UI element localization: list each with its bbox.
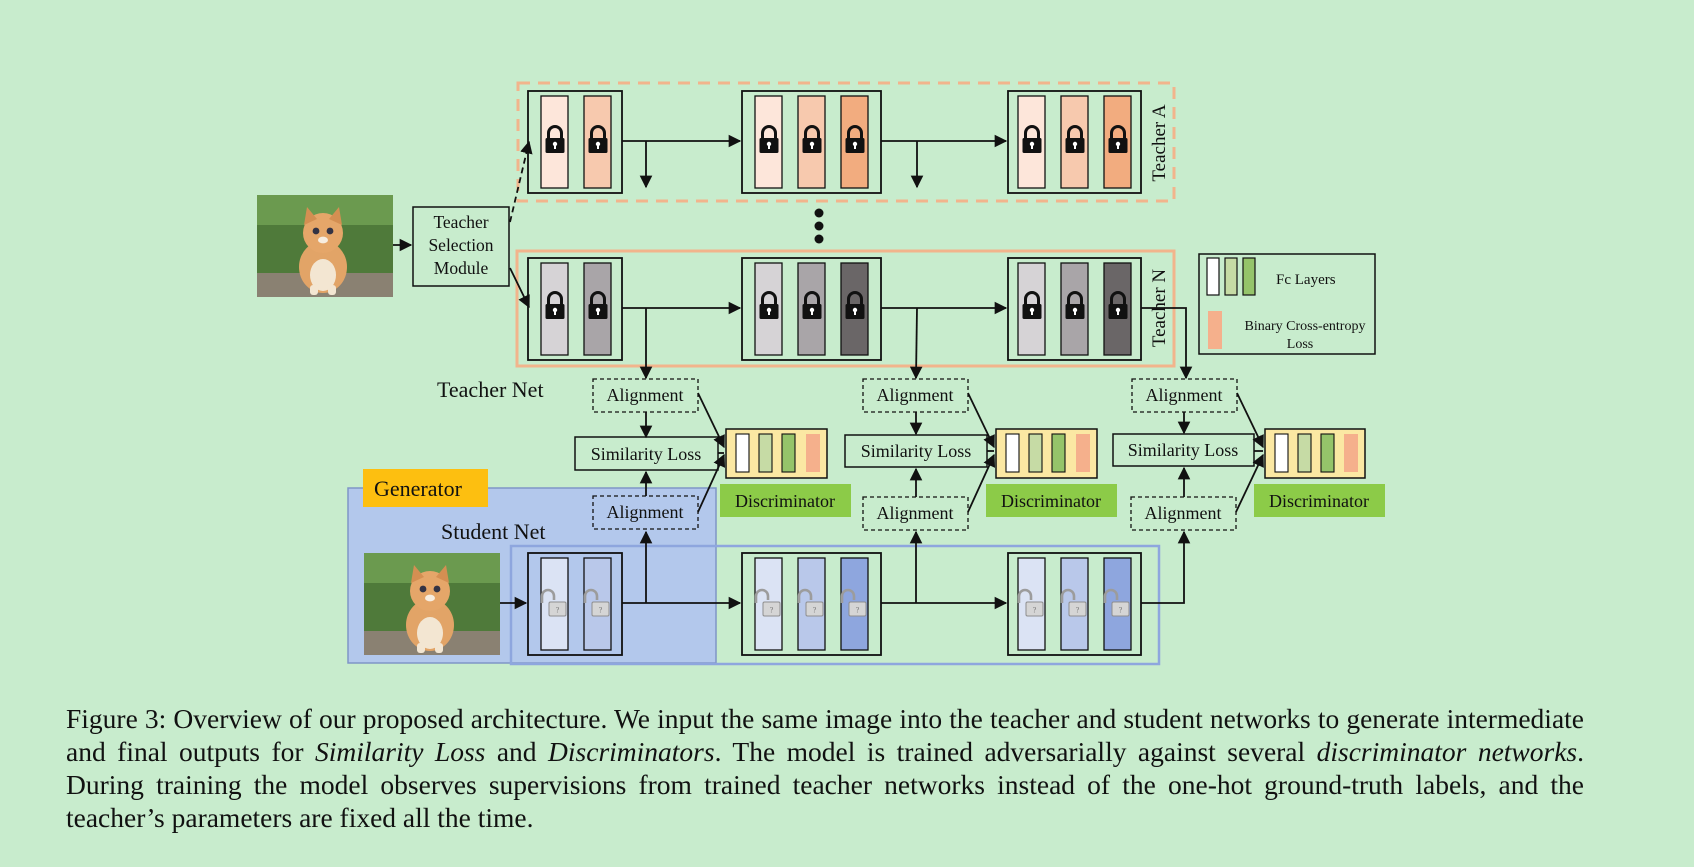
generator-label: Generator: [374, 476, 463, 501]
caption-italic-discriminators: Discriminators: [548, 736, 715, 767]
discriminator-label-bg: [720, 484, 851, 517]
teacher-n-blocks: [527, 257, 1142, 361]
teacher-n-block-2: [741, 257, 882, 361]
caption-part-1: Figure 3: Overview of our proposed archi…: [66, 703, 1584, 767]
student-block-2: [741, 552, 882, 656]
discriminator-label: Discriminator: [1001, 491, 1101, 511]
loss-column-1: Alignment Similarity Loss Alignment Disc…: [574, 378, 851, 530]
teacher-a-label: Teacher A: [1149, 104, 1170, 182]
similarity-loss-label: Similarity Loss: [591, 444, 702, 464]
generator-tag: [363, 469, 488, 507]
alignment-label: Alignment: [607, 502, 684, 522]
legend-bce-line-2: Loss: [1287, 337, 1313, 352]
caption-italic-similarity-loss: Similarity Loss: [315, 736, 486, 767]
legend-bce-line-1: Binary Cross-entropy: [1245, 319, 1366, 334]
teacher-n-block-3: [1007, 257, 1142, 361]
discriminator-label: Discriminator: [735, 491, 835, 511]
student-net-label: Student Net: [441, 519, 546, 544]
alignment-label: Alignment: [1145, 503, 1222, 523]
teacher-a-blocks: [527, 90, 1142, 194]
student-blocks: [527, 552, 1142, 656]
loss-column-2: Alignment Similarity Loss Alignment Disc…: [844, 378, 1117, 531]
teacher-a-block-3: [1007, 90, 1142, 194]
caption-part-3: . The model is trained adversarially aga…: [714, 736, 1317, 767]
discriminator-label-bg: [986, 484, 1117, 517]
teacher-n-block-1: [527, 257, 623, 361]
legend: Fc Layers Binary Cross-entropy Loss: [1198, 253, 1376, 355]
similarity-loss-label: Similarity Loss: [861, 441, 972, 461]
teacher-net-label: Teacher Net: [437, 377, 544, 402]
alignment-label: Alignment: [1146, 385, 1223, 405]
similarity-loss-label: Similarity Loss: [1128, 440, 1239, 460]
discriminator-label: Discriminator: [1269, 491, 1369, 511]
caption-part-2: and: [485, 736, 549, 767]
input-image: [257, 195, 393, 297]
student-net-frame: [509, 544, 1161, 666]
student-block-3: [1007, 552, 1142, 656]
alignment-label: Alignment: [877, 385, 954, 405]
teacher-selection-line-3: Module: [434, 258, 489, 278]
teacher-a-frame: [516, 81, 1176, 203]
discriminator-label-bg: [1254, 484, 1385, 517]
vertical-ellipsis: [814, 208, 824, 244]
legend-fc-layers: Fc Layers: [1276, 272, 1336, 288]
caption-part-4: . During training the model observes sup…: [66, 736, 1584, 833]
teacher-selection-line-2: Selection: [428, 235, 493, 255]
figure-caption: Figure 3: Overview of our proposed archi…: [66, 702, 1584, 834]
caption-italic-discriminator-networks: discriminator networks: [1316, 736, 1578, 767]
teacher-a-block-2: [741, 90, 882, 194]
loss-column-3: Alignment Similarity Loss Alignment Disc…: [1112, 378, 1385, 531]
alignment-label: Alignment: [607, 385, 684, 405]
student-block-1: [527, 552, 623, 656]
teacher-selection-line-1: Teacher: [433, 212, 488, 232]
teacher-selection-box: [412, 206, 510, 287]
teacher-a-block-1: [527, 90, 623, 194]
alignment-label: Alignment: [877, 503, 954, 523]
student-input-image: [364, 553, 500, 655]
architecture-diagram: ? Generator Student Net Teacher A Teache…: [257, 81, 1385, 666]
